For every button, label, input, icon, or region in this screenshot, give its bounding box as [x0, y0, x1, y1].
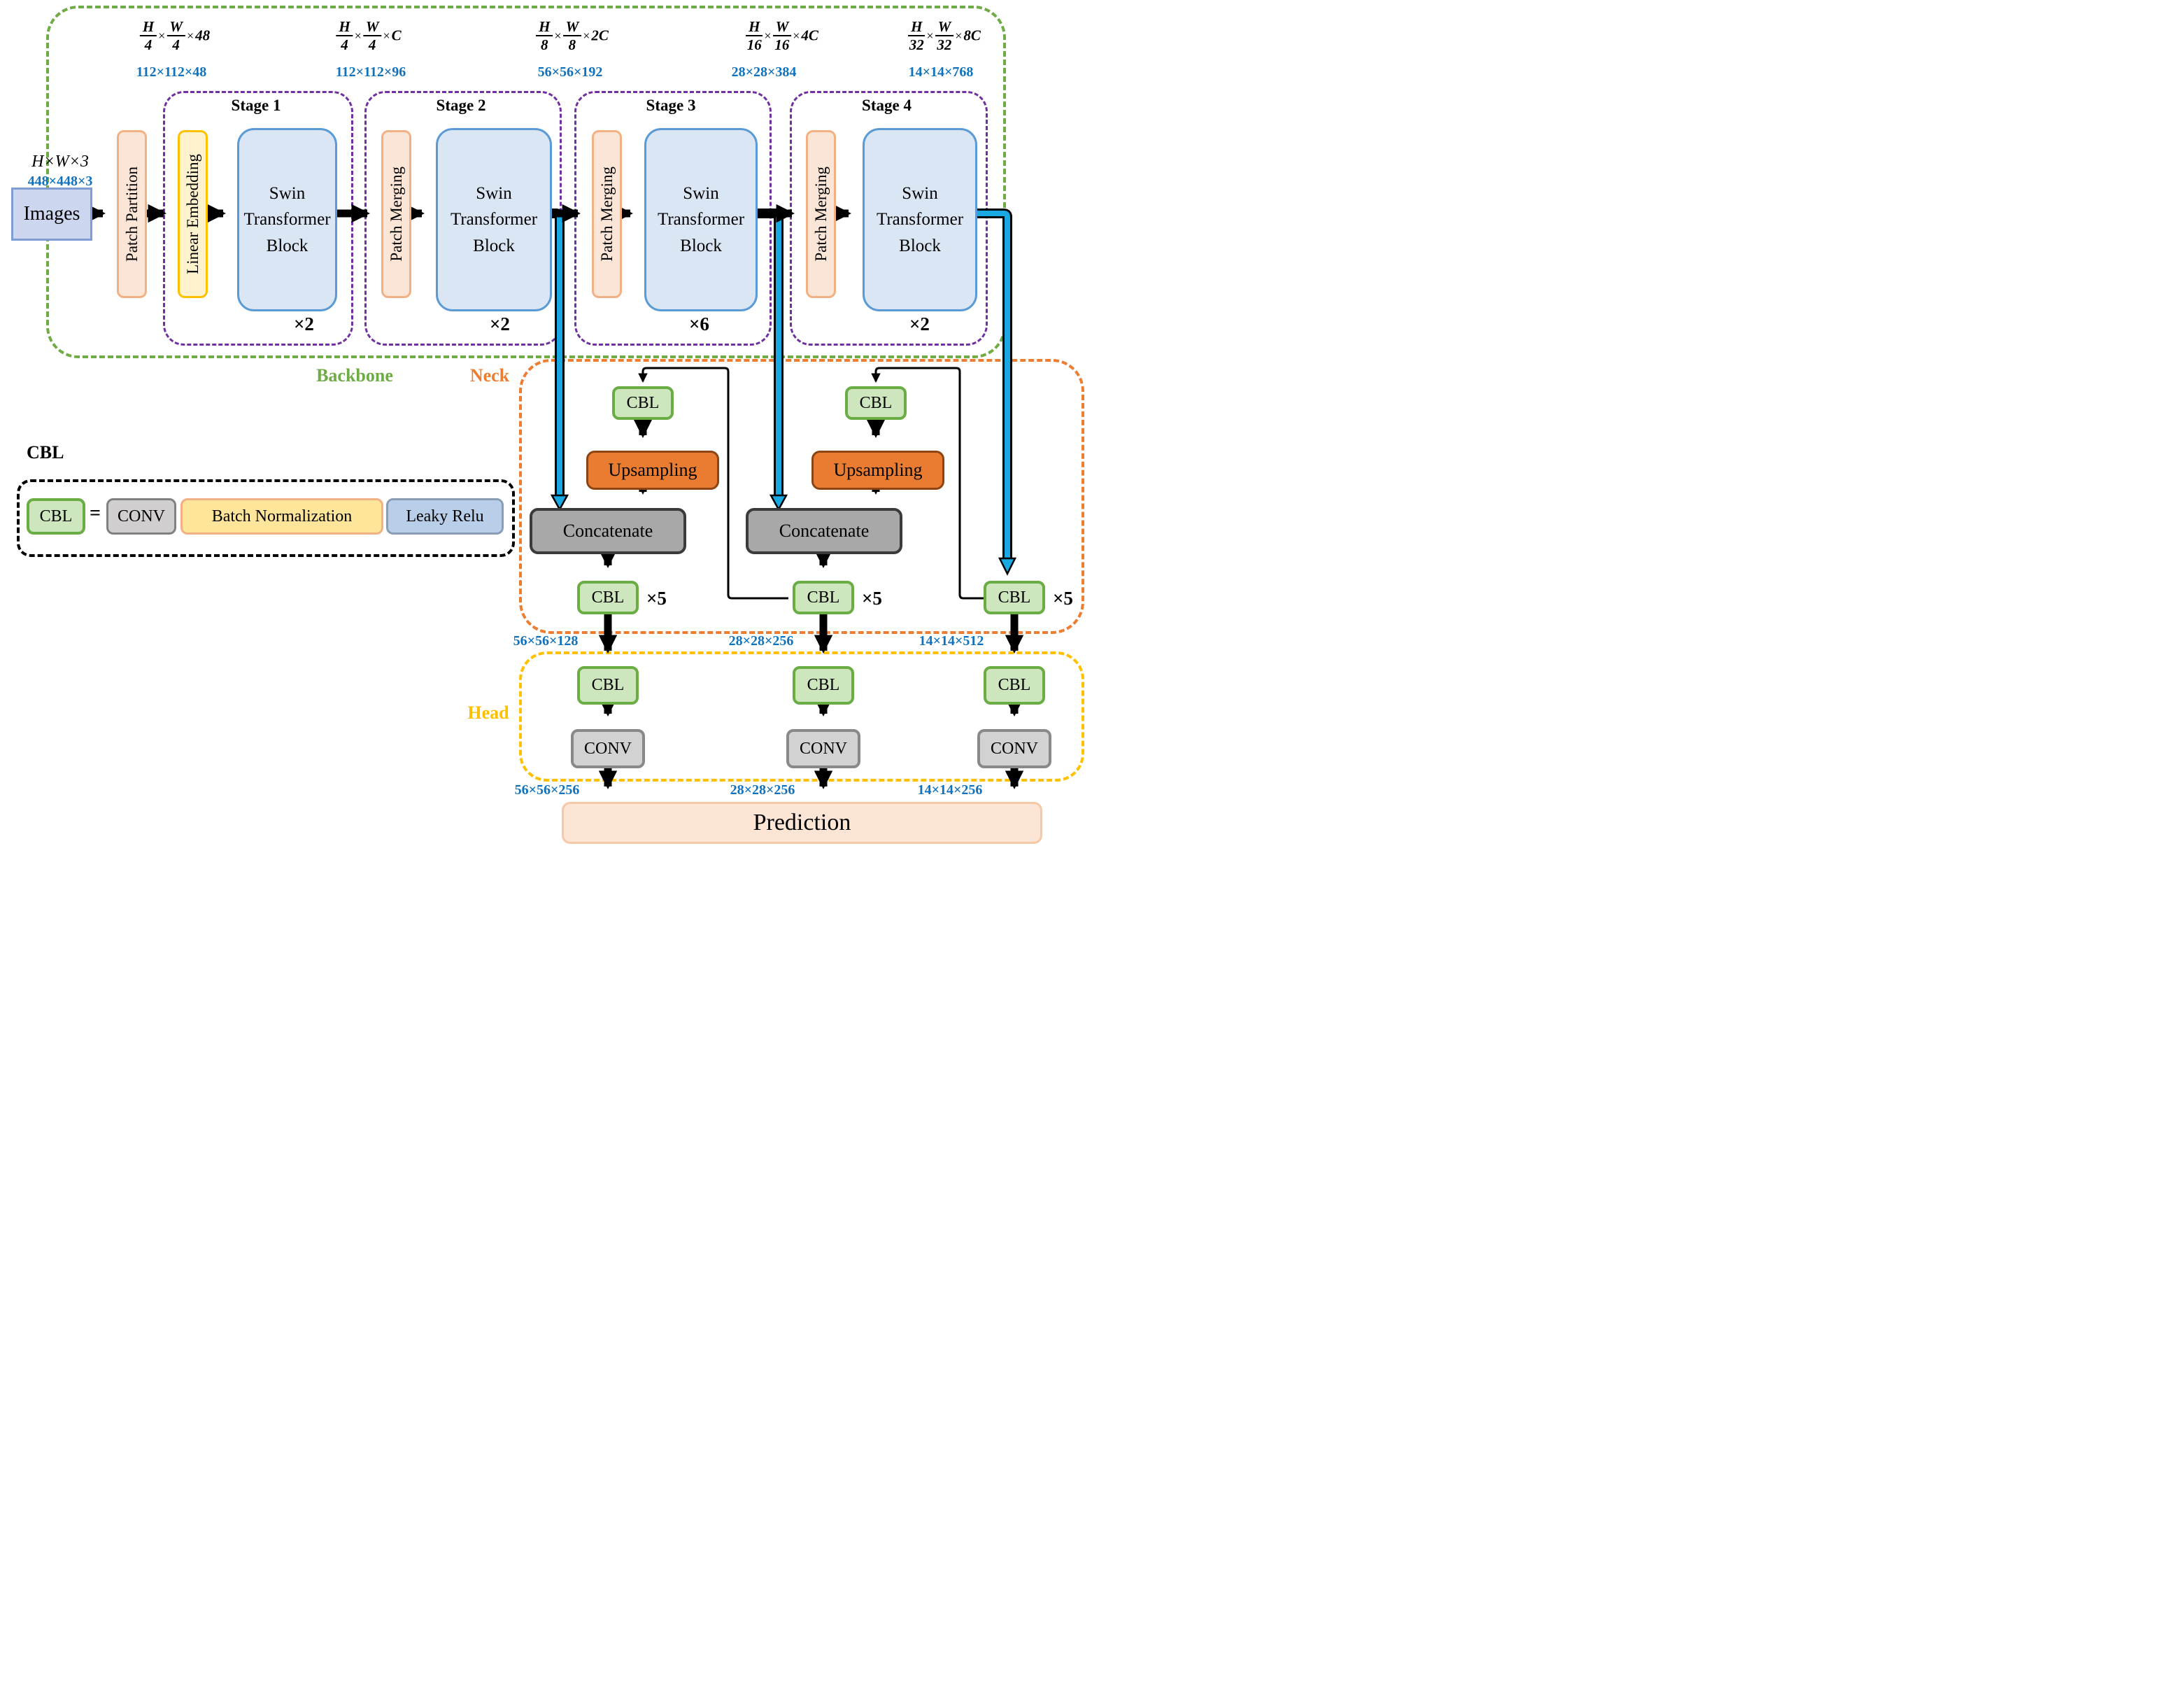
cyan-skip-stage3 [758, 209, 788, 511]
swin-block-stage1: Swin Transformer Block [237, 128, 337, 311]
swin-block-stage2: Swin Transformer Block [436, 128, 552, 311]
prediction-box: Prediction [562, 802, 1042, 844]
patch-merging-box-stage2: Patch Merging [381, 130, 411, 298]
neck-out-dims-2: 28×28×256 [728, 633, 794, 649]
swin-block-stage4: Swin Transformer Block [863, 128, 977, 311]
patch-merging-box-stage4: Patch Merging [806, 130, 836, 298]
cbl5-mid: CBL [793, 581, 854, 614]
patch-partition-label: Patch Partition [122, 166, 141, 262]
head-conv-1: CONV [571, 729, 645, 768]
fpn-line-right-to-mid-cbl [871, 367, 984, 600]
legend-conv-box: CONV [106, 498, 176, 535]
patch-merging-box-stage3: Patch Merging [592, 130, 622, 298]
head-conv-3: CONV [977, 729, 1051, 768]
cbl5-right: CBL [984, 581, 1045, 614]
cyan-skip-stage4 [977, 209, 1017, 576]
stage1-title: Stage 1 [231, 97, 281, 114]
head-out-dims-3: 14×14×256 [917, 782, 983, 798]
legend-title: CBL [27, 442, 64, 463]
stage2-repeat: ×2 [490, 313, 510, 334]
stage3-repeat: ×6 [689, 313, 709, 334]
dims-stage4: 14×14×768 [908, 64, 974, 80]
stage3-title: Stage 3 [646, 97, 696, 114]
input-dims: 448×448×3 [27, 174, 93, 189]
cbl-legend-outline [17, 479, 515, 557]
patch-merging-label-stage2: Patch Merging [387, 167, 405, 262]
cbl5-left-repeat: ×5 [646, 588, 667, 609]
input-formula: H×W×3 [31, 153, 89, 171]
cbl5-right-repeat: ×5 [1053, 588, 1073, 609]
backbone-label: Backbone [316, 365, 393, 386]
patch-merging-label-stage3: Patch Merging [597, 167, 616, 262]
legend-leakyrelu-box: Leaky Relu [386, 498, 504, 535]
swin-block-stage3: Swin Transformer Block [644, 128, 758, 311]
head-cbl-1: CBL [577, 666, 639, 705]
neck-cbl-top-right: CBL [845, 386, 907, 420]
fpn-line-mid-to-left-cbl [638, 367, 788, 600]
head-cbl-2: CBL [793, 666, 854, 705]
neck-out-dims-3: 14×14×512 [919, 633, 984, 649]
neck-out-dims-1: 56×56×128 [513, 633, 579, 649]
head-cbl-3: CBL [984, 666, 1045, 705]
neck-cbl-top-left: CBL [612, 386, 674, 420]
backbone-region-outline [46, 6, 1006, 358]
head-region-outline [519, 651, 1084, 782]
patch-merging-label-stage4: Patch Merging [811, 167, 830, 262]
legend-equals: = [90, 502, 101, 524]
concatenate-right: Concatenate [746, 508, 902, 554]
dims-stage0: 112×112×48 [136, 64, 207, 80]
legend-cbl-box: CBL [27, 498, 85, 535]
dims-stage3: 28×28×384 [731, 64, 797, 80]
neck-label: Neck [469, 365, 510, 386]
head-out-dims-2: 28×28×256 [730, 782, 795, 798]
linear-embedding-box: Linear Embedding [178, 130, 208, 298]
head-conv-2: CONV [786, 729, 860, 768]
stage2-title: Stage 2 [436, 97, 486, 114]
concatenate-left: Concatenate [530, 508, 686, 554]
stage4-title: Stage 4 [862, 97, 912, 114]
neck-region-outline [519, 359, 1084, 634]
cbl5-left: CBL [577, 581, 639, 614]
dims-stage1: 112×112×96 [335, 64, 406, 80]
stage1-repeat: ×2 [294, 313, 314, 334]
connector-layer [87, 204, 1024, 789]
head-label: Head [467, 703, 509, 723]
upsampling-left: Upsampling [586, 451, 719, 490]
cyan-skip-stage2 [550, 209, 569, 511]
upsampling-right: Upsampling [811, 451, 944, 490]
images-box: Images [11, 188, 92, 241]
legend-batchnorm-box: Batch Normalization [180, 498, 383, 535]
linear-embedding-label: Linear Embedding [183, 154, 201, 274]
patch-partition-box: Patch Partition [117, 130, 147, 298]
stage4-repeat: ×2 [909, 313, 930, 334]
head-out-dims-1: 56×56×256 [514, 782, 580, 798]
dims-stage2: 56×56×192 [537, 64, 603, 80]
cbl5-mid-repeat: ×5 [862, 588, 882, 609]
